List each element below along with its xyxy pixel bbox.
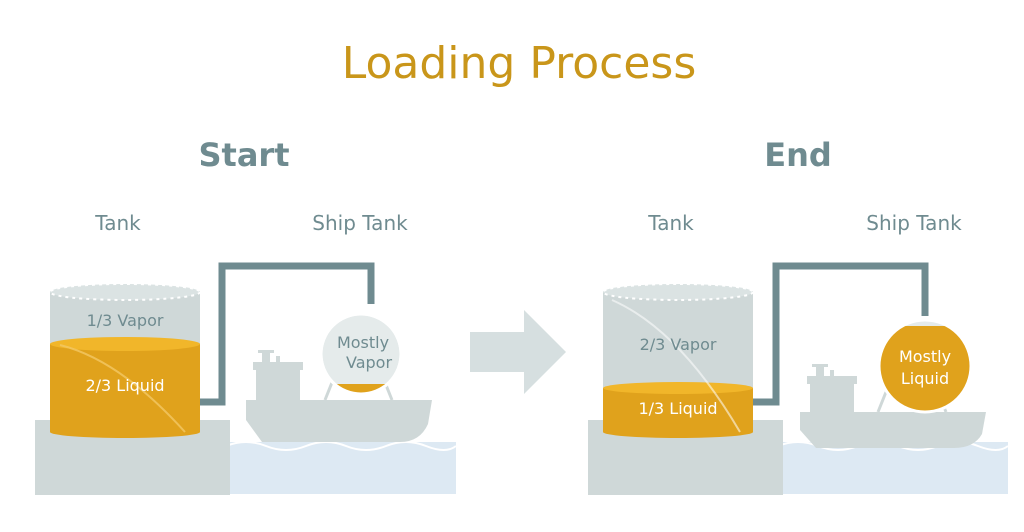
start-ship-sphere-tank <box>319 312 403 396</box>
end-ship-tank-label: Ship Tank <box>866 211 962 235</box>
start-ship-tank-label: Ship Tank <box>312 211 408 235</box>
start-ship-liquid-fill <box>321 384 401 394</box>
end-ship-content-line2: Liquid <box>901 369 949 388</box>
end-ship-hull <box>800 412 986 448</box>
start-tank-liquid-fill <box>50 344 200 432</box>
start-ship-content-line2: Vapor <box>346 353 392 372</box>
end-ship-sphere-tank <box>877 318 973 414</box>
end-tank-liquid-surface <box>603 382 753 394</box>
end-pipe <box>752 262 929 406</box>
start-water-waves <box>225 441 457 451</box>
start-ship-hull <box>246 400 432 442</box>
end-ship-content-line1: Mostly <box>899 347 951 366</box>
start-tank-liquid-surface <box>50 337 200 351</box>
end-water <box>778 442 1008 494</box>
end-tank-liquid-label: 1/3 Liquid <box>638 399 717 418</box>
start-ship-content-line1: Mostly <box>337 333 389 352</box>
start-water <box>226 442 456 494</box>
end-ship-vapor-cap <box>879 320 971 326</box>
start-tank-vapor-label: 1/3 Vapor <box>87 311 164 330</box>
end-ship-bridge <box>810 382 854 414</box>
start-panel: Start Tank Ship Tank 1/3 Vapor 2/3 Liqui… <box>35 136 457 495</box>
end-tank-label: Tank <box>647 211 694 235</box>
start-ship <box>246 350 432 442</box>
end-panel: End Tank Ship Tank 2/3 Vapor 1/3 Liquid <box>588 136 1009 495</box>
end-tank-liquid-fill <box>603 388 753 432</box>
start-ship-bridge <box>256 368 300 402</box>
start-pipe <box>198 262 375 406</box>
start-tank-liquid-label: 2/3 Liquid <box>85 376 164 395</box>
end-heading: End <box>764 136 832 174</box>
process-arrow-icon <box>470 310 566 394</box>
end-storage-tank <box>602 283 754 438</box>
start-storage-tank <box>49 283 201 438</box>
start-tank-label: Tank <box>94 211 141 235</box>
start-heading: Start <box>198 136 289 174</box>
end-tank-vapor-label: 2/3 Vapor <box>640 335 717 354</box>
page-title: Loading Process <box>342 38 697 89</box>
